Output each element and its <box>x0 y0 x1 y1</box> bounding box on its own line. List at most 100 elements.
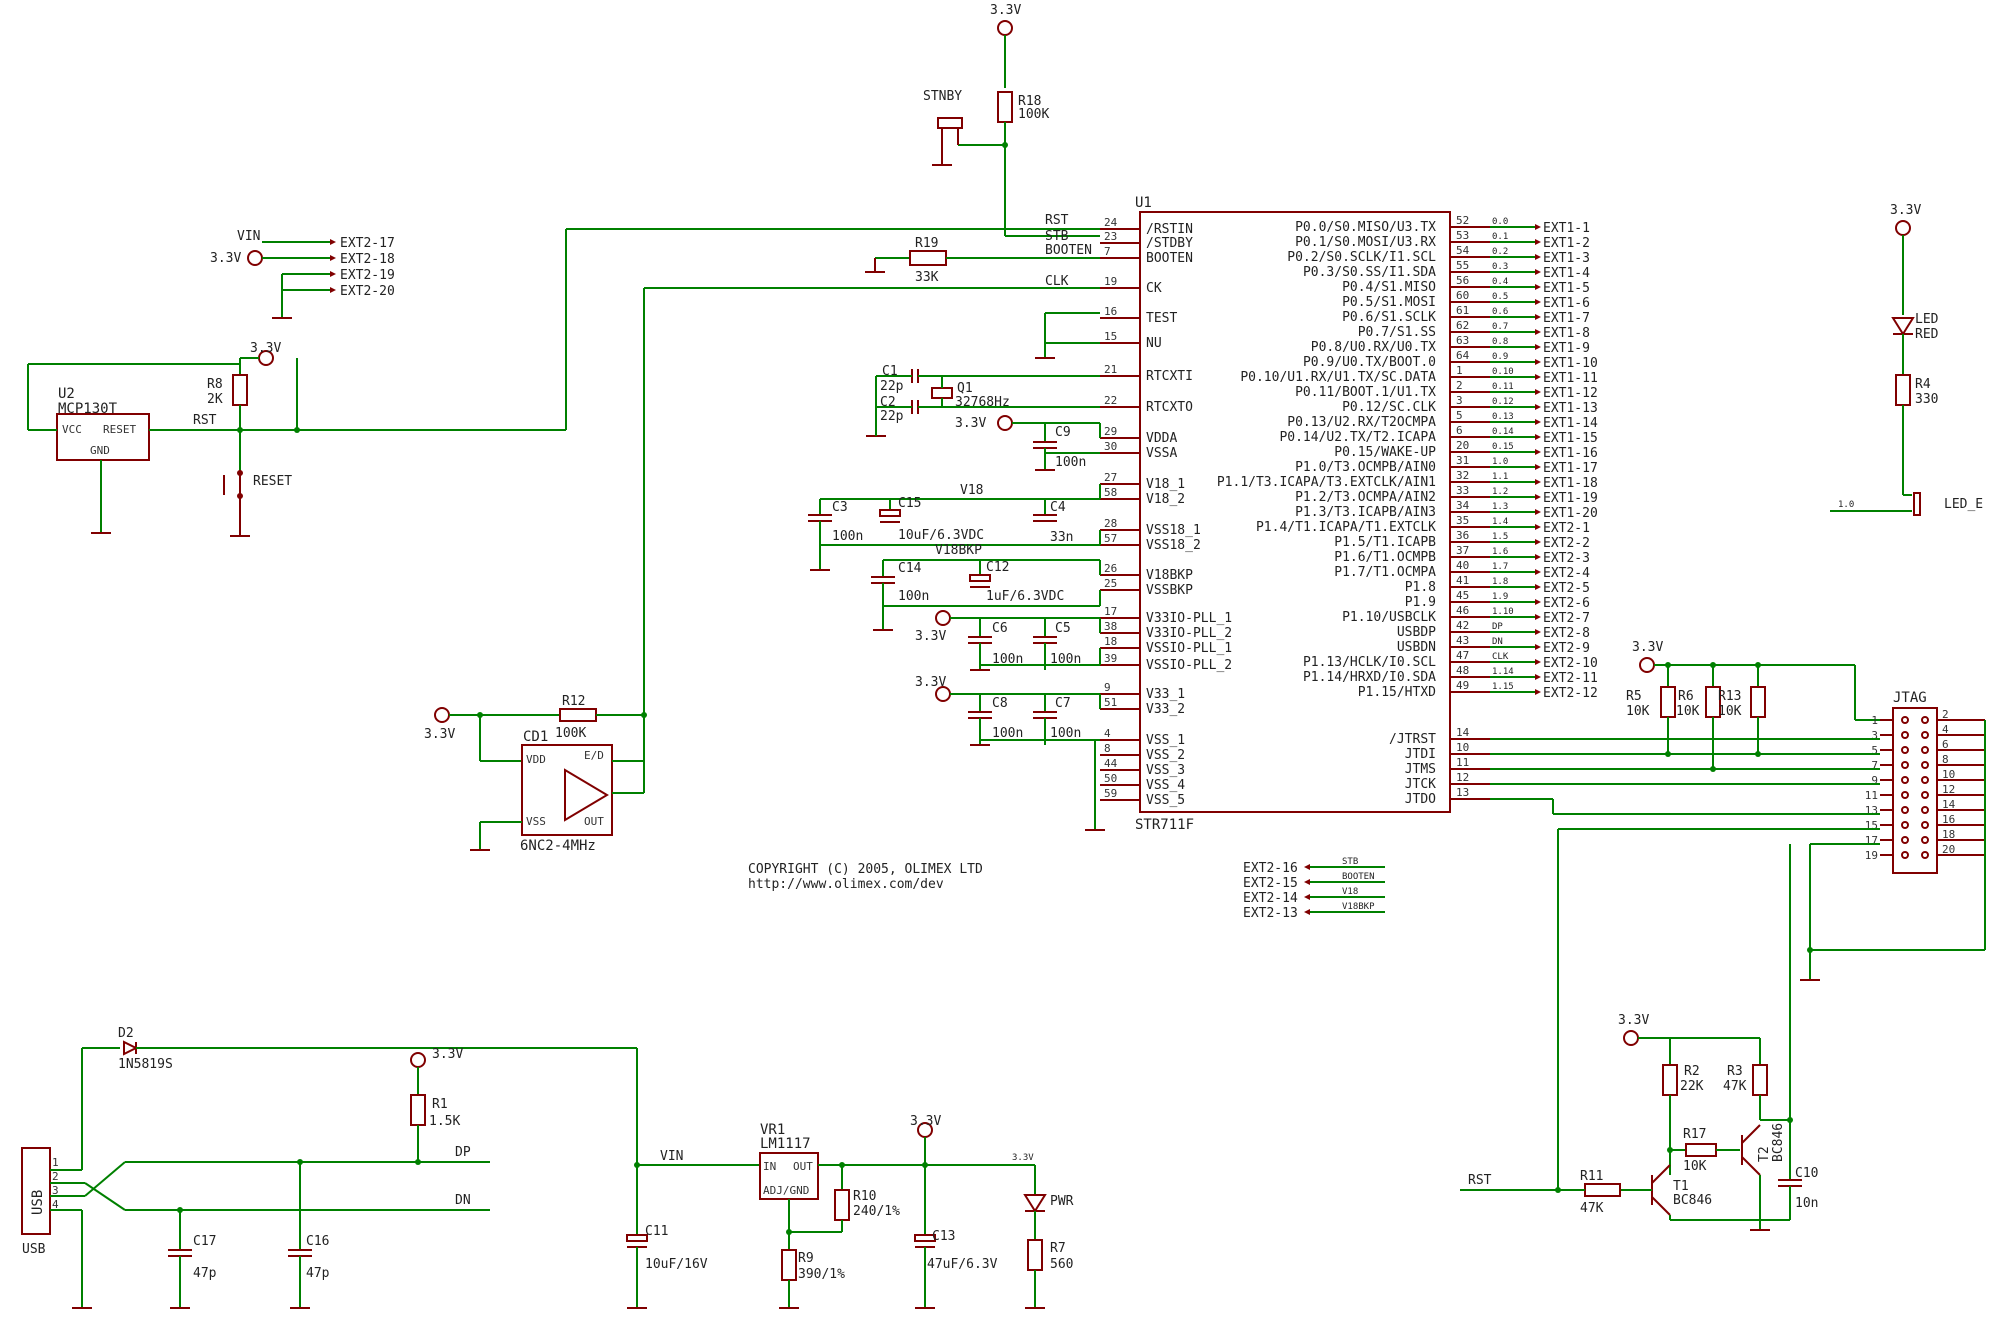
svg-text:CD1: CD1 <box>523 729 548 745</box>
u1-pin-number: 64 <box>1456 349 1470 362</box>
u1-pin-function: JTCK <box>1405 777 1436 792</box>
u1-pin-number: 2 <box>1456 379 1463 392</box>
svg-text:3.3V: 3.3V <box>915 675 946 690</box>
svg-text:R5: R5 <box>1626 689 1642 704</box>
net-rst: RST <box>1045 213 1069 228</box>
ext-label: EXT1-16 <box>1543 446 1598 461</box>
u1-pin-net: 0.11 <box>1492 382 1514 392</box>
u1-pin-function: P1.4/T1.ICAPA/T1.EXTCLK <box>1256 520 1436 535</box>
r18-resistor <box>997 91 1013 123</box>
u1-pin-function: USBDN <box>1397 640 1436 655</box>
u1-pin-number: 50 <box>1104 772 1117 785</box>
ext-label: EXT1-4 <box>1543 266 1590 281</box>
usb-section: USB USB 12 34 D2 1N5819S DP DN 3.3V R1 1… <box>21 1026 638 1309</box>
svg-text:4: 4 <box>52 1198 59 1211</box>
r3-resistor <box>1752 1064 1768 1096</box>
ext-label: EXT2-14 <box>1243 891 1298 906</box>
u1-pin-number: 42 <box>1456 619 1469 632</box>
u1-pin-number: 44 <box>1104 757 1118 770</box>
ext-net: V18 <box>1342 887 1358 897</box>
svg-text:ADJ/GND: ADJ/GND <box>763 1184 809 1197</box>
svg-text:100n: 100n <box>1050 726 1081 741</box>
svg-text:C5: C5 <box>1055 621 1071 636</box>
ext-label: EXT2-13 <box>1243 906 1298 921</box>
jtag-pin-number: 7 <box>1871 759 1878 772</box>
u1-pin-net: 0.1 <box>1492 232 1508 242</box>
u1-pin-net: 1.8 <box>1492 577 1508 587</box>
ext-label: EXT2-7 <box>1543 611 1590 626</box>
svg-text:C4: C4 <box>1050 500 1066 515</box>
u1-pin-function: P0.12/SC.CLK <box>1342 400 1436 415</box>
jtag-bus <box>1490 738 1880 1188</box>
ext-label: EXT2-19 <box>340 268 395 283</box>
copyright-text: COPYRIGHT (C) 2005, OLIMEX LTD <box>748 862 983 877</box>
svg-text:RESET: RESET <box>103 423 136 436</box>
u1-pin-net: 1.6 <box>1492 547 1508 557</box>
u1-pin-net: 0.13 <box>1492 412 1514 422</box>
svg-text:10n: 10n <box>1795 1196 1818 1211</box>
ext-label: EXT2-5 <box>1543 581 1590 596</box>
svg-text:BC846: BC846 <box>1771 1123 1786 1162</box>
u1-pin-number: 47 <box>1456 649 1469 662</box>
u1-pin-net: 1.7 <box>1492 562 1508 572</box>
svg-text:3.3V: 3.3V <box>1012 1153 1034 1163</box>
jtag-body <box>1892 707 1938 874</box>
svg-text:E/D: E/D <box>584 749 604 762</box>
u1-pin-number: 20 <box>1456 439 1469 452</box>
v18-caps: V18 C3 100n C15 10uF/6.3VDC C4 33n <box>808 483 1101 571</box>
u1-pin-net: 1.1 <box>1492 472 1508 482</box>
u1-pin-number: 62 <box>1456 319 1469 332</box>
u1-pin-function: V33_2 <box>1146 702 1185 717</box>
jtag-pin-number: 14 <box>1942 798 1956 811</box>
svg-text:C15: C15 <box>898 496 921 511</box>
svg-text:JTAG: JTAG <box>1893 690 1927 706</box>
u1-pin-function: VSS_5 <box>1146 793 1185 808</box>
jtag-pin-number: 4 <box>1942 723 1949 736</box>
svg-text:R11: R11 <box>1580 1169 1603 1184</box>
u1-pin-number: 55 <box>1456 259 1469 272</box>
u1-pin-function: VSS_3 <box>1146 763 1185 778</box>
ext-label: EXT1-12 <box>1543 386 1598 401</box>
u1-pin-function: P0.8/U0.RX/U0.TX <box>1311 340 1436 355</box>
u1-part: STR711F <box>1135 817 1194 833</box>
u1-pin-number: 60 <box>1456 289 1469 302</box>
svg-text:T2: T2 <box>1757 1146 1772 1162</box>
u1-pin-function: P1.9 <box>1405 595 1436 610</box>
u1-pin-number: 24 <box>1104 216 1118 229</box>
u1-pin-function: P1.14/HRXD/I0.SDA <box>1303 670 1436 685</box>
jtag-pin-number: 6 <box>1942 738 1949 751</box>
ext-net: STB <box>1342 857 1358 867</box>
u1-pin-number: 19 <box>1104 275 1117 288</box>
svg-text:IN: IN <box>763 1160 776 1173</box>
u1-pin-number: 41 <box>1456 574 1469 587</box>
u1-pin-number: 34 <box>1456 499 1470 512</box>
u1-pin-function: P1.15/HTXD <box>1358 685 1436 700</box>
u1-pin-net: 0.2 <box>1492 247 1508 257</box>
u1-pin-function: V18_1 <box>1146 477 1185 492</box>
u1-pin-number: 63 <box>1456 334 1469 347</box>
svg-text:R1: R1 <box>432 1097 448 1112</box>
u1-pin-number: 10 <box>1456 741 1469 754</box>
u1-name: U1 <box>1135 195 1152 211</box>
u1-pin-net: 1.10 <box>1492 607 1514 617</box>
u1-pin-number: 56 <box>1456 274 1469 287</box>
svg-text:3.3V: 3.3V <box>1618 1013 1649 1028</box>
rtc-crystal: C1 22p C2 22p Q1 32768Hz <box>866 364 1100 437</box>
svg-text:R2: R2 <box>1684 1064 1700 1079</box>
svg-text:3.3V: 3.3V <box>432 1047 463 1062</box>
